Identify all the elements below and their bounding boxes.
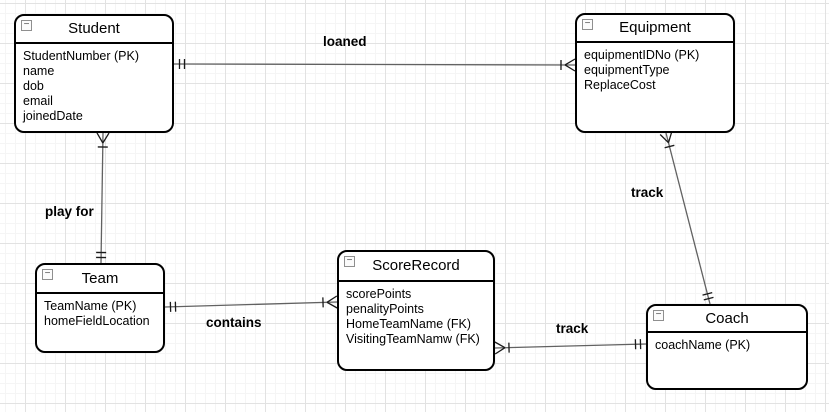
entity-coach[interactable]: − Coach coachName (PK) <box>646 304 808 390</box>
attribute-list: TeamName (PK)homeFieldLocation <box>37 294 163 329</box>
relationship-label-track-equipment[interactable]: track <box>631 185 664 200</box>
entity-title-bar: − Equipment <box>577 15 733 43</box>
relationship-line-track-equipment[interactable] <box>659 131 714 305</box>
entity-attribute: joinedDate <box>23 109 83 123</box>
entity-attribute: TeamName (PK) <box>44 299 137 313</box>
relationship-line-play-for[interactable] <box>96 132 110 264</box>
entity-attribute: StudentNumber (PK) <box>23 49 140 63</box>
entity-attribute: name <box>23 64 55 78</box>
entity-attribute: penalityPoints <box>346 302 424 316</box>
relationship-line-loaned[interactable] <box>173 58 576 72</box>
entity-attribute: VisitingTeamNamw (FK) <box>346 332 480 346</box>
collapse-icon[interactable]: − <box>344 256 355 267</box>
relationship-label-loaned[interactable]: loaned <box>323 34 367 49</box>
attribute-list: coachName (PK) <box>648 333 806 353</box>
entity-attribute: equipmentIDNo (PK) <box>584 48 700 62</box>
entity-attribute: email <box>23 94 53 108</box>
collapse-icon[interactable]: − <box>21 20 32 31</box>
relationship-label-play-for[interactable]: play for <box>45 204 94 219</box>
relationship-line-track-score[interactable] <box>494 339 647 355</box>
entity-attribute: HomeTeamName (FK) <box>346 317 472 331</box>
entity-attribute: ReplaceCost <box>584 78 656 92</box>
entity-attribute: equipmentType <box>584 63 670 77</box>
entity-attribute: dob <box>23 79 44 93</box>
relationship-line-contains[interactable] <box>164 295 338 312</box>
entity-title: Student <box>68 20 120 37</box>
entity-title: Coach <box>705 310 749 327</box>
entity-team[interactable]: − Team TeamName (PK)homeFieldLocation <box>35 263 165 353</box>
entity-title: ScoreRecord <box>372 257 460 274</box>
entity-title: Equipment <box>619 19 691 36</box>
entity-attribute: coachName (PK) <box>655 338 751 352</box>
relationship-label-track-score[interactable]: track <box>556 321 589 336</box>
entity-title: Team <box>81 270 119 287</box>
entity-title-bar: − ScoreRecord <box>339 252 493 282</box>
collapse-icon[interactable]: − <box>653 310 664 321</box>
entity-title-bar: − Student <box>16 16 172 44</box>
entity-attribute: scorePoints <box>346 287 412 301</box>
collapse-icon[interactable]: − <box>42 269 53 280</box>
entity-equipment[interactable]: − Equipment equipmentIDNo (PK)equipmentT… <box>575 13 735 133</box>
entity-title-bar: − Team <box>37 265 163 294</box>
entity-title-bar: − Coach <box>648 306 806 333</box>
entity-attribute: homeFieldLocation <box>44 314 150 328</box>
relationship-label-contains[interactable]: contains <box>206 315 262 330</box>
collapse-icon[interactable]: − <box>582 19 593 30</box>
